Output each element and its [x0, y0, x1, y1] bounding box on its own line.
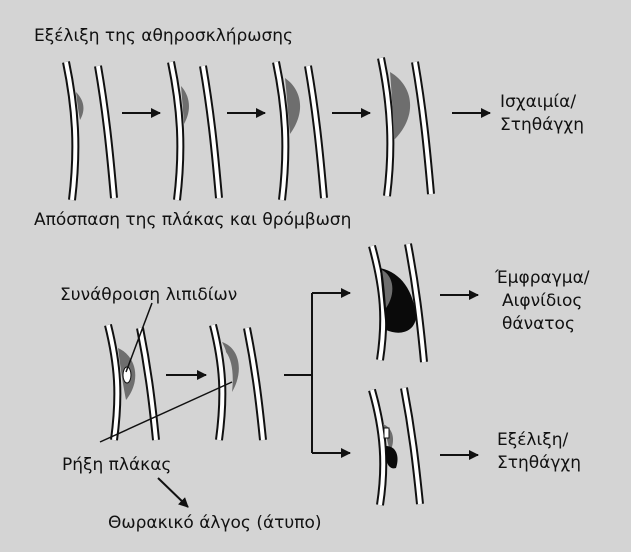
section1-title: Εξέλιξη της αθηροσκλήρωσης: [34, 26, 293, 47]
branch-connector: [284, 293, 350, 453]
vessel-stage-1: [66, 62, 114, 200]
outcome-infarction-line2: Αιφνίδιος: [502, 291, 582, 312]
lipid-accumulation-label: Συνάθροιση λιπιδίων: [60, 285, 237, 306]
outcome-infarction-line3: θάνατος: [502, 314, 575, 335]
outcome-ischemia-line2: Στηθάγχη: [500, 115, 584, 136]
vessel-ruptured: [213, 325, 263, 440]
outcome-progression-line2: Στηθάγχη: [497, 453, 581, 474]
arrow-chest-pain: [158, 478, 188, 507]
vessel-partial-thrombus: [372, 388, 420, 505]
chest-pain-label: Θωρακικό άλγος (άτυπο): [108, 513, 322, 534]
outcome-progression-line1: Εξέλιξη/: [497, 430, 568, 451]
vessel-stage-4: [381, 58, 431, 196]
vessel-occlusive-thrombus: [372, 244, 424, 362]
vessel-stage-3: [276, 62, 324, 200]
thrombus-small: [386, 446, 398, 468]
outcome-ischemia-line1: Ισχαιμία/: [500, 92, 576, 113]
section2-title: Απόσπαση της πλάκας και θρόμβωση: [34, 210, 351, 231]
vessel-stage-2: [171, 62, 219, 200]
plaque-rupture-label: Ρήξη πλάκας: [62, 455, 171, 476]
vessel-lipid-pool: [108, 325, 156, 440]
outcome-infarction-line1: Έμφραγμα/: [495, 268, 590, 289]
